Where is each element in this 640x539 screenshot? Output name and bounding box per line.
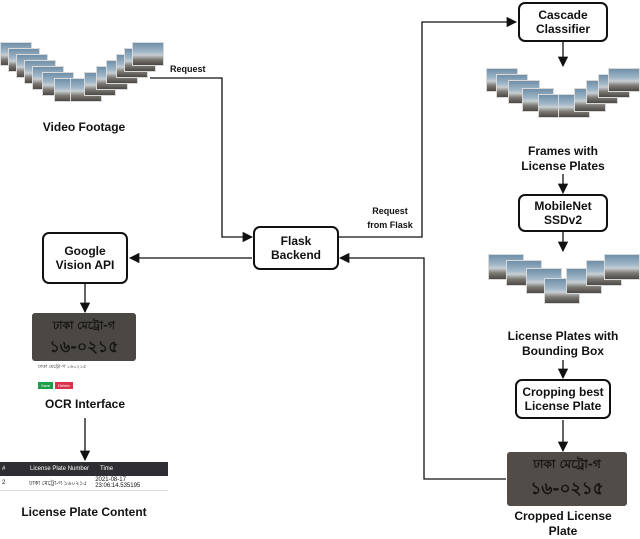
arrow-cropped-to-flask	[338, 252, 506, 480]
ocr-interface-label: OCR Interface	[44, 397, 126, 411]
flask-backend-box: Flask Backend	[253, 226, 339, 270]
table-header-index: #	[2, 466, 6, 472]
table-row: 2 ঢাকা মেট্রো-গ ১৬০২১৫ 2021-08-17 23:06:…	[0, 476, 168, 491]
ocr-plate-line2: ১৬-০২১৫	[49, 337, 119, 356]
video-frame-thumbnail	[604, 254, 640, 280]
cropped-plate-line2: ১৬-০২১৫	[530, 479, 604, 499]
plates-with-bounding-box-label: License Plates with Bounding Box	[507, 329, 619, 358]
video-frame-thumbnail	[132, 42, 164, 66]
plate-content-table: # License Plate Number Time 2 ঢাকা মেট্র…	[0, 462, 168, 491]
frames-with-plates-image	[482, 66, 640, 136]
mobilenet-ssd-box: MobileNet SSDv2	[518, 194, 608, 232]
frames-with-plates-label: Frames with License Plates	[521, 144, 605, 173]
table-header-row: # License Plate Number Time	[0, 462, 168, 476]
google-vision-box: Google Vision API	[42, 232, 128, 284]
plate-content-label: License Plate Content	[21, 505, 147, 519]
table-cell-plate: ঢাকা মেট্রো-গ ১৬০২১৫	[29, 480, 88, 487]
video-footage-image	[0, 38, 165, 118]
plates-with-bounding-box-image	[486, 252, 640, 322]
ocr-save-button[interactable]: Save	[38, 382, 54, 389]
cropped-plate-label: Cropped License Plate	[514, 509, 612, 538]
video-frame-thumbnail	[608, 68, 640, 92]
edge-label-request-from-flask: Request from Flask	[367, 206, 413, 230]
ocr-detected-text: ঢাকা মেট্রো-গ ১৬০২১৫	[38, 364, 87, 370]
ocr-delete-button[interactable]: Delete	[55, 382, 73, 389]
cropped-plate-line1: ঢাকা মেট্রো-গ	[533, 457, 601, 471]
table-header-plate: License Plate Number	[30, 466, 90, 472]
cropped-plate-image: ঢাকা মেট্রো-গ ১৬-০২১৫	[507, 452, 627, 506]
table-header-time: Time	[100, 466, 114, 472]
arrow-video-to-flask	[150, 77, 254, 243]
ocr-plate-line1: ঢাকা মেট্রো-গ	[53, 319, 115, 332]
arrow-flask-to-cascade	[338, 16, 518, 238]
table-cell-time: 2021-08-17 23:06:14.535195	[95, 477, 141, 489]
table-cell-index: 2	[2, 480, 6, 486]
cropping-best-plate-box: Cropping best License Plate	[515, 379, 611, 419]
cascade-classifier-box: Cascade Classifier	[518, 2, 608, 42]
ocr-plate-image: ঢাকা মেট্রো-গ ১৬-০২১৫	[32, 313, 136, 361]
edge-label-request: Request	[170, 64, 206, 74]
video-footage-label: Video Footage	[42, 120, 126, 134]
